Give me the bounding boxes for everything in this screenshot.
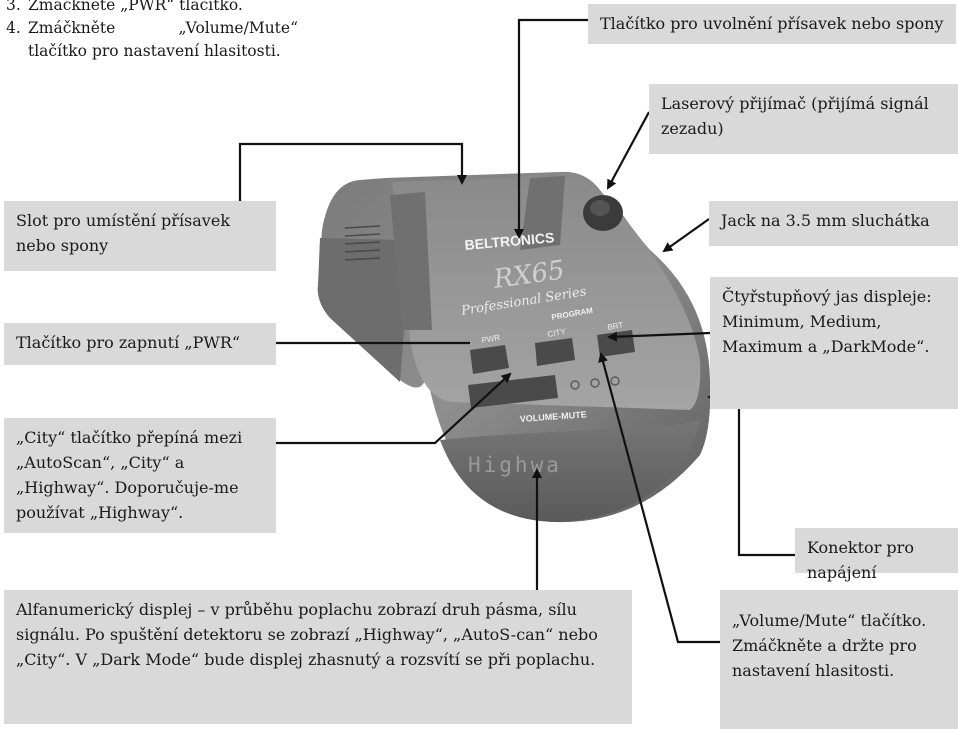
callout-laser-receiver: Laserový přijímač (přijímá signál zezadu… (649, 84, 958, 154)
callout-power-connector: Konektor pro napájení (795, 528, 958, 573)
radar-detector: BELTRONICS RX65 Professional Series PROG… (318, 172, 711, 522)
callout-pwr-button: Tlačítko pro zapnutí „PWR“ (4, 323, 276, 365)
alphanumeric-display: Highwa (468, 453, 562, 477)
callout-brightness: Čtyřstupňový jas displeje: Minimum, Medi… (710, 277, 958, 409)
callout-volume-mute: „Volume/Mute“ tlačítko. Zmáčkněte a držt… (720, 590, 958, 729)
callout-release-button: Tlačítko pro uvolnění přísavek nebo spon… (588, 4, 956, 44)
callout-headphone-jack: Jack na 3.5 mm sluchátka (709, 201, 958, 246)
callout-city-button: „City“ tlačítko přepíná mezi „AutoScan“,… (4, 418, 276, 533)
callout-mount-slot: Slot pro umístění přísavek nebo spony (4, 201, 276, 271)
callout-alphanumeric-display: Alfanumerický displej – v průběhu poplac… (4, 590, 632, 724)
laser-lens (590, 200, 610, 216)
